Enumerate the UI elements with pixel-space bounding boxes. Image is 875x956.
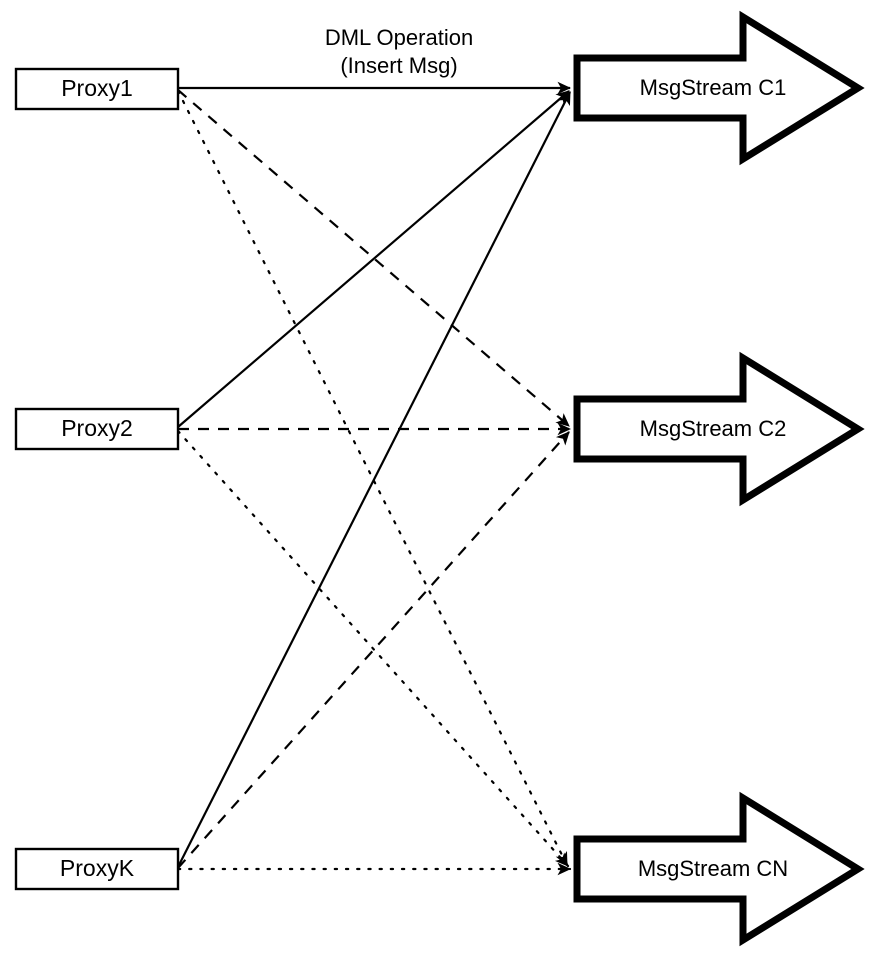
- edge-proxy2-to-cn: [176, 429, 570, 868]
- proxy1-label: Proxy1: [61, 75, 133, 101]
- edge-proxyk-to-c2: [177, 431, 570, 869]
- proxy-node-proxy2[interactable]: Proxy2: [14, 407, 180, 451]
- proxyk-label: ProxyK: [60, 855, 135, 881]
- msgstream-c1-label: MsgStream C1: [640, 75, 787, 100]
- msgstream-node-cn[interactable]: MsgStream CN: [573, 791, 865, 947]
- edge-proxy1-to-c2: [177, 89, 570, 427]
- edge-proxyk-to-c1: [177, 91, 571, 868]
- msgstream-node-c1[interactable]: MsgStream C1: [573, 10, 865, 166]
- edge-caption-dml-operation: DML Operation (Insert Msg): [325, 25, 473, 78]
- proxy1-box[interactable]: [14, 67, 180, 111]
- proxyk-box[interactable]: [14, 847, 180, 891]
- edge-group-proxy1: [176, 81, 572, 867]
- edge-proxy2-to-c1: [177, 90, 570, 428]
- proxy2-box[interactable]: [14, 407, 180, 451]
- edge-group-proxy2: [176, 90, 572, 868]
- msgstream-c1-arrow-shape[interactable]: [573, 10, 865, 166]
- proxy-node-proxyk[interactable]: ProxyK: [14, 847, 180, 891]
- edge-proxy1-to-cn: [176, 89, 569, 867]
- msgstream-node-c2[interactable]: MsgStream C2: [573, 351, 865, 507]
- edge-caption-line-2: (Insert Msg): [340, 53, 457, 78]
- msgstream-c2-label: MsgStream C2: [640, 416, 787, 441]
- msgstream-cn-label: MsgStream CN: [638, 856, 788, 881]
- msgstream-cn-arrow-shape[interactable]: [573, 791, 865, 947]
- edge-group-proxyk: [176, 91, 572, 876]
- msgstream-c2-arrow-shape[interactable]: [573, 351, 865, 507]
- proxy2-label: Proxy2: [61, 415, 133, 441]
- proxy-node-proxy1[interactable]: Proxy1: [14, 67, 180, 111]
- edge-caption-line-1: DML Operation: [325, 25, 473, 50]
